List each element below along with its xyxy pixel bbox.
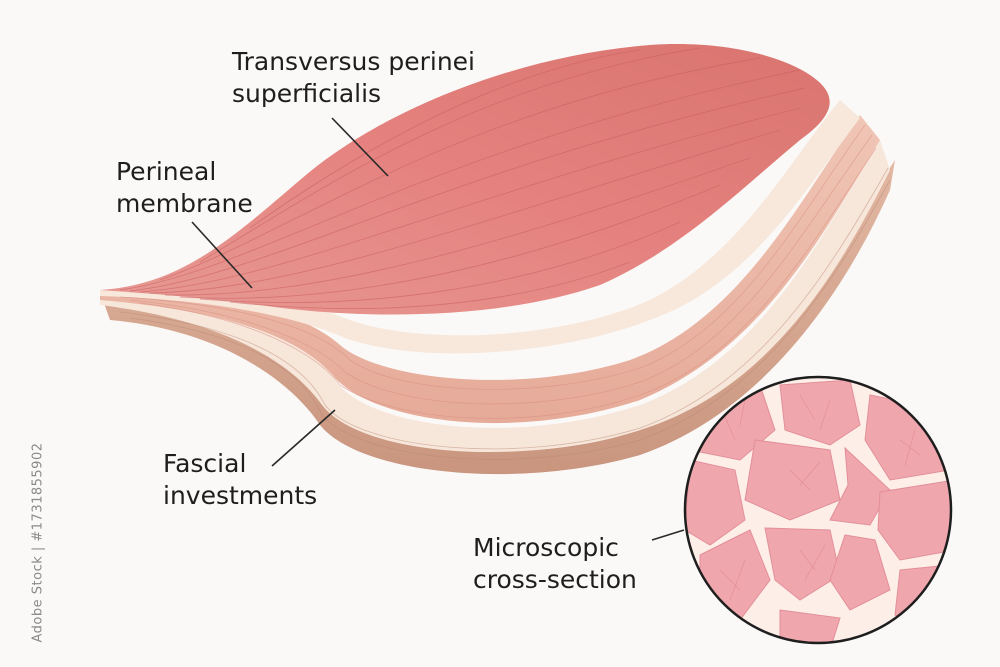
label-line: membrane	[116, 189, 253, 218]
leader-line-microscopic	[651, 529, 685, 541]
lower-layer-fibers	[119, 124, 877, 419]
transversus-perinei-superficialis-muscle	[100, 44, 830, 315]
stock-watermark: Adobe Stock | #1731855902	[30, 442, 46, 643]
label-line: cross-section	[473, 565, 637, 594]
leader-lines	[191, 117, 685, 541]
label-line: Fascial	[163, 449, 247, 478]
perineal-membrane-layer	[100, 100, 860, 354]
muscle-cell	[877, 479, 951, 561]
middle-muscle-layer	[100, 115, 880, 424]
muscle-cell	[764, 527, 841, 601]
fascia-fibers	[119, 167, 891, 460]
label-line: investments	[163, 481, 318, 510]
leader-line-perineal	[191, 221, 253, 289]
muscle-cell	[744, 439, 841, 521]
outer-fascia-layer	[100, 160, 895, 475]
muscle-cell	[829, 446, 891, 526]
muscle-cell	[779, 379, 861, 446]
muscle-cell	[894, 564, 951, 631]
label-line: Perineal	[116, 157, 217, 186]
microscopic-cross-section	[683, 375, 953, 645]
leader-line-transversus	[331, 117, 389, 177]
label-line: Transversus perinei	[232, 47, 476, 76]
muscle-cell	[829, 534, 891, 611]
label-line: Microscopic	[473, 533, 619, 562]
label-transversus-perinei-superficialis: Transversus perinei superficialis	[232, 46, 475, 110]
leader-line-fascial	[271, 409, 336, 467]
muscle-fibers	[119, 47, 806, 310]
label-fascial-investments: Fascial investments	[163, 448, 317, 512]
label-perineal-membrane: Perineal membrane	[116, 156, 253, 220]
fascial-investments-layer	[100, 140, 890, 453]
label-microscopic-cross-section: Microscopic cross-section	[473, 532, 637, 596]
label-line: superficialis	[232, 79, 382, 108]
